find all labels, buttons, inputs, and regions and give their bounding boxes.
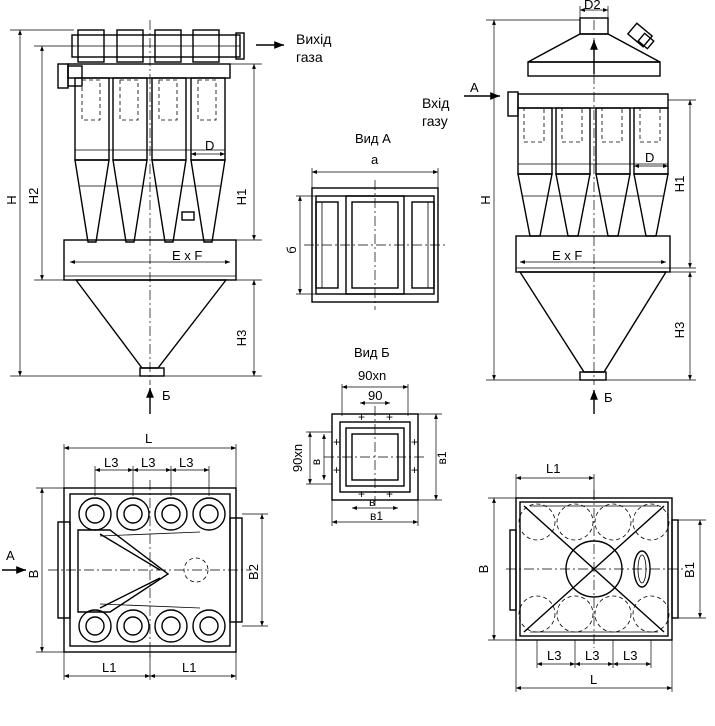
view-a-dim-a: a	[371, 152, 379, 167]
inlet-flange-left	[57, 63, 69, 89]
view-b-top-dim: 90xn	[358, 368, 386, 383]
dim-ExF-left: E x F	[172, 248, 202, 263]
left-plan-view: L L3 L3 L3	[2, 431, 268, 680]
dim-D-right: D	[645, 150, 654, 165]
cyclone-bodies	[74, 77, 226, 243]
view-b-v-bottom: в	[369, 495, 375, 509]
svg-text:+: +	[386, 410, 393, 424]
arrow-B-right: Б	[604, 390, 613, 405]
view-b-inner-dim: 90	[368, 388, 382, 403]
left-side-view: Вихід газа H H2 H1 H3 D E x F Б	[4, 20, 331, 414]
view-b: Вид Б 90xn 90 + + + + + + + + 90xn в в	[290, 345, 449, 526]
outlet-label-line1: Вихід	[296, 31, 331, 47]
dim-L-left: L	[145, 431, 152, 446]
dim-H1-right: H1	[672, 176, 687, 193]
dim-H3-left: H3	[234, 330, 249, 347]
view-a-dim-b: б	[284, 246, 299, 253]
arrow-B-left: Б	[162, 388, 171, 403]
svg-text:+: +	[411, 463, 418, 477]
view-b-v1-right: в1	[435, 451, 449, 464]
view-a-title: Вид А	[355, 131, 391, 146]
dim-L3-2-left: L3	[141, 455, 155, 470]
dim-L3-3-right: L3	[623, 648, 637, 663]
inlet-flange-right	[507, 91, 519, 117]
dim-B-left: B	[26, 570, 41, 579]
dim-L3-1-right: L3	[547, 648, 561, 663]
dim-H2: H2	[26, 188, 41, 205]
dim-L3-2-right: L3	[585, 648, 599, 663]
inlet-label-line1: Вхід	[422, 95, 449, 111]
svg-text:+: +	[358, 487, 365, 501]
dim-B2: B2	[246, 564, 261, 580]
dim-L-right: L	[590, 672, 597, 687]
dim-ExF-right: E x F	[552, 248, 582, 263]
dim-B1: B1	[682, 562, 697, 578]
view-a: Вид А a б	[284, 131, 446, 310]
hopper-cone	[74, 279, 228, 369]
dim-B-right: B	[476, 565, 491, 574]
dim-H1-left: H1	[234, 189, 249, 206]
view-b-v1-bottom: в1	[370, 509, 383, 523]
view-b-side-dim: 90xn	[290, 444, 305, 472]
view-b-v-side: в	[309, 459, 323, 465]
dim-H-right: H	[478, 195, 493, 204]
dim-D-left: D	[205, 138, 214, 153]
inlet-label-line2: газу	[422, 113, 448, 129]
svg-text:+: +	[386, 487, 393, 501]
dim-L1-2-left: L1	[182, 660, 196, 675]
right-plan-view: L1 B B1	[476, 461, 706, 692]
dim-H-left: H	[4, 195, 19, 204]
outlet-label-line2: газа	[296, 49, 323, 65]
dim-L3-3-left: L3	[179, 455, 193, 470]
dim-D2: D2	[584, 0, 601, 12]
svg-text:+: +	[411, 435, 418, 449]
outlet-manifold	[71, 29, 245, 63]
dim-L3-1-left: L3	[104, 455, 118, 470]
svg-text:+: +	[333, 435, 340, 449]
svg-text:+: +	[358, 410, 365, 424]
arrow-A-right: A	[470, 80, 479, 95]
dim-H3-right: H3	[672, 322, 687, 339]
arrow-A-left: А	[6, 548, 15, 563]
dim-L1-1-left: L1	[102, 660, 116, 675]
svg-text:+: +	[333, 463, 340, 477]
right-side-view: D2 A Вхід газу	[422, 0, 696, 414]
dim-L1-right: L1	[546, 461, 560, 476]
view-b-title: Вид Б	[354, 345, 390, 360]
